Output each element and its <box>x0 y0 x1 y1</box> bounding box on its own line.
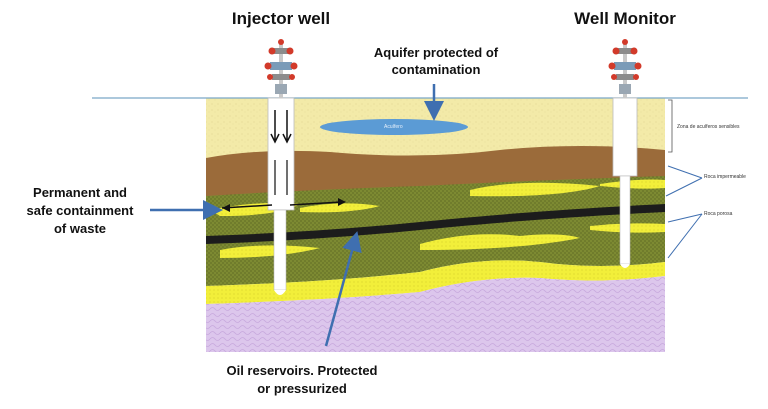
yellow-layer <box>206 260 665 304</box>
basement-layer <box>206 276 665 352</box>
impermeable-pointer <box>667 165 703 179</box>
zone-bracket <box>668 99 673 153</box>
porous-rock-label: Roca porosa <box>704 211 733 217</box>
yellow-lens <box>300 203 380 213</box>
impermeable-pointer <box>665 177 703 197</box>
oil-band <box>206 204 665 244</box>
right-arrow-icon <box>289 201 343 206</box>
yellow-lens <box>470 182 600 197</box>
porous-pointer <box>667 213 703 223</box>
yellow-lens <box>420 234 580 250</box>
containment-line3: of waste <box>53 221 106 236</box>
aquifer-note-line1: Aquifer protected of <box>373 45 499 60</box>
wellhead-icon <box>264 39 298 98</box>
injector-well-label: Injector well <box>231 9 331 28</box>
left-arrow-icon <box>221 204 273 209</box>
aquifer-lens-label: Acuífero <box>384 124 403 130</box>
impermeable-rock-label: Roca impermeable <box>704 174 746 180</box>
yellow-lens <box>220 245 320 258</box>
sensitive-aquifer-zone-label: Zona de acuíferos sensibles <box>677 124 740 130</box>
down-arrow-icon <box>270 110 280 144</box>
containment-line2: safe containment <box>26 203 134 218</box>
aquifer-note-line2: contamination <box>391 62 481 77</box>
porous-pointer <box>667 213 703 259</box>
well-monitor-label: Well Monitor <box>574 9 676 28</box>
geology-block <box>206 98 665 352</box>
aquifer-lens <box>320 119 468 135</box>
down-arrow-icon <box>282 110 292 144</box>
injector-well <box>221 97 346 295</box>
oil-reservoir-line1: Oil reservoirs. Protected <box>226 363 378 378</box>
oil-reservoir-line2: or pressurized <box>257 381 347 396</box>
monitor-well <box>612 97 638 268</box>
containment-line1: Permanent and <box>33 185 127 200</box>
oil-pointer-arrow <box>324 231 362 347</box>
wellhead-icon <box>608 39 642 98</box>
yellow-lens <box>600 179 665 189</box>
